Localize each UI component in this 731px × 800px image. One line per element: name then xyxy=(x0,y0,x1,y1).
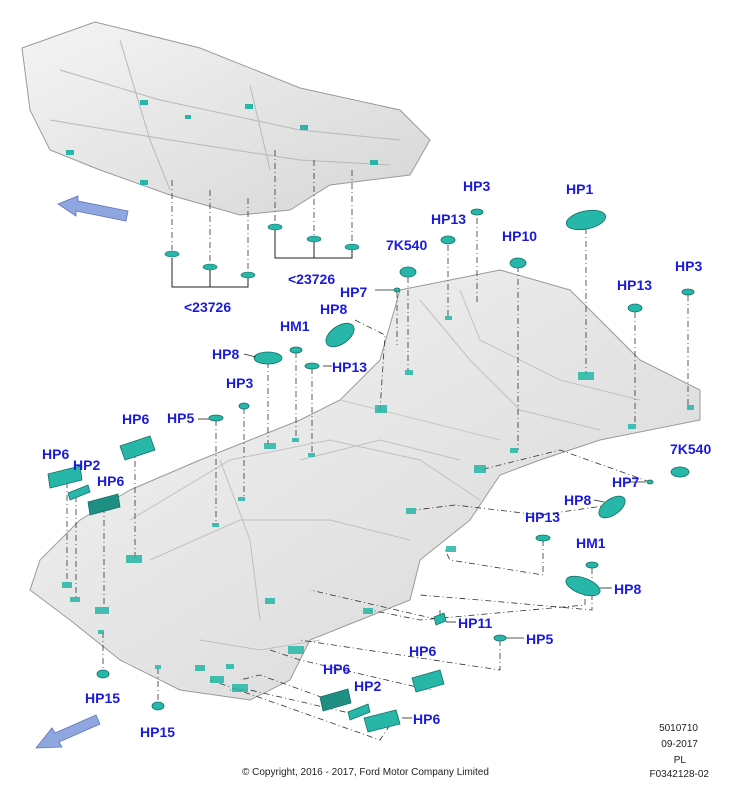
direction-arrow-upper xyxy=(57,195,129,222)
hp13-plug-right xyxy=(627,303,643,313)
7k540-plug-right xyxy=(670,466,690,478)
label-hp13-right: HP13 xyxy=(617,277,653,293)
hp6-plug-bottom-b xyxy=(319,688,352,712)
label-hp10: HP10 xyxy=(502,228,538,244)
figure-region: PL xyxy=(673,755,686,766)
hp2-plug-bottom xyxy=(347,703,371,721)
label-7k540-right: 7K540 xyxy=(670,441,712,457)
hp2-plug-left xyxy=(67,484,91,501)
hp6-plug-upper xyxy=(119,435,156,461)
hp5-plug-left xyxy=(208,414,224,422)
hp3-plug-left xyxy=(238,402,250,410)
hp8-plug-lower xyxy=(565,575,601,597)
label-hp8-left: HP8 xyxy=(212,346,240,362)
label-hp13-mid: HP13 xyxy=(332,359,368,375)
label-hp6-bottom-a: HP6 xyxy=(409,643,437,659)
label-hp11: HP11 xyxy=(458,615,493,631)
label-hp7-right: HP7 xyxy=(612,474,640,490)
label-ref-23726-b: <23726 xyxy=(288,271,336,287)
hp3-plug-right xyxy=(681,288,695,296)
hp11-plug xyxy=(433,612,447,626)
upper-fasteners xyxy=(164,223,360,279)
hm1-plug-lower xyxy=(585,561,599,569)
figure-id: F0342128-02 xyxy=(649,769,710,780)
7k540-plug-top xyxy=(399,266,417,278)
label-hp15-left: HP15 xyxy=(85,690,121,706)
label-hp7-top: HP7 xyxy=(340,284,368,300)
label-hp8-top: HP8 xyxy=(320,301,348,317)
hp13-plug-mid xyxy=(304,362,320,370)
hp6-plug-bottom-a xyxy=(411,669,445,693)
hp6-plug-left xyxy=(47,465,83,489)
label-hp6-bottom-c: HP6 xyxy=(413,711,441,727)
label-hp15-mid: HP15 xyxy=(140,724,176,740)
hp15-plug-left xyxy=(96,669,110,679)
label-hp8-right: HP8 xyxy=(564,492,592,508)
label-hp1: HP1 xyxy=(566,181,594,197)
floor-pan-holes xyxy=(62,316,694,692)
label-hm1-lower: HM1 xyxy=(576,535,606,551)
label-hp3-top: HP3 xyxy=(463,178,491,194)
ref-brackets xyxy=(171,230,353,288)
label-hp8-lower: HP8 xyxy=(614,581,642,597)
upper-floor-pan xyxy=(21,21,431,216)
direction-arrow-lower xyxy=(35,714,101,749)
label-ticks xyxy=(198,289,646,719)
hp8-plug-right xyxy=(598,495,626,519)
hp7-plug-right xyxy=(646,479,654,485)
label-hp6-left: HP6 xyxy=(42,446,70,462)
label-hp6-left2: HP6 xyxy=(97,473,125,489)
hp5-plug-lower xyxy=(493,634,507,642)
label-hp2-bottom: HP2 xyxy=(354,678,382,694)
label-hp13-lower: HP13 xyxy=(525,509,561,525)
hp3-plug-top xyxy=(470,208,484,216)
label-7k540-top: 7K540 xyxy=(386,237,428,253)
hp10-plug xyxy=(509,257,527,269)
label-hp6-upper: HP6 xyxy=(122,411,150,427)
label-ref-23726-a: <23726 xyxy=(184,299,232,315)
hp8-plug-top xyxy=(325,322,355,348)
hp8-plug-left xyxy=(253,351,283,365)
upper-fastener-leaders xyxy=(171,150,353,272)
figure-date: 09-2017 xyxy=(661,739,698,750)
main-leaders xyxy=(66,218,689,741)
label-hp13-top: HP13 xyxy=(431,211,467,227)
hp7-plug-top xyxy=(393,287,401,293)
plug-parts xyxy=(47,208,695,733)
label-hp5-left: HP5 xyxy=(167,410,195,426)
hp15-plug-mid xyxy=(151,701,165,711)
label-hp3-right: HP3 xyxy=(675,258,703,274)
label-hp2-left: HP2 xyxy=(73,457,101,473)
figure-code: 5010710 xyxy=(659,723,698,734)
label-hp3-left: HP3 xyxy=(226,375,254,391)
hp1-plug xyxy=(565,209,607,231)
label-hp6-bottom-b: HP6 xyxy=(323,661,351,677)
main-floor-pan xyxy=(29,269,701,701)
hp6-plug-bottom-c xyxy=(363,709,401,733)
label-hm1-top: HM1 xyxy=(280,318,310,334)
label-hp5-lower: HP5 xyxy=(526,631,554,647)
copyright-notice: © Copyright, 2016 - 2017, Ford Motor Com… xyxy=(242,767,489,778)
hp6-plug-left2 xyxy=(87,493,121,516)
hp13-plug-top xyxy=(440,235,456,245)
hp13-plug-lower xyxy=(535,534,551,542)
hm1-plug-top xyxy=(289,346,303,354)
